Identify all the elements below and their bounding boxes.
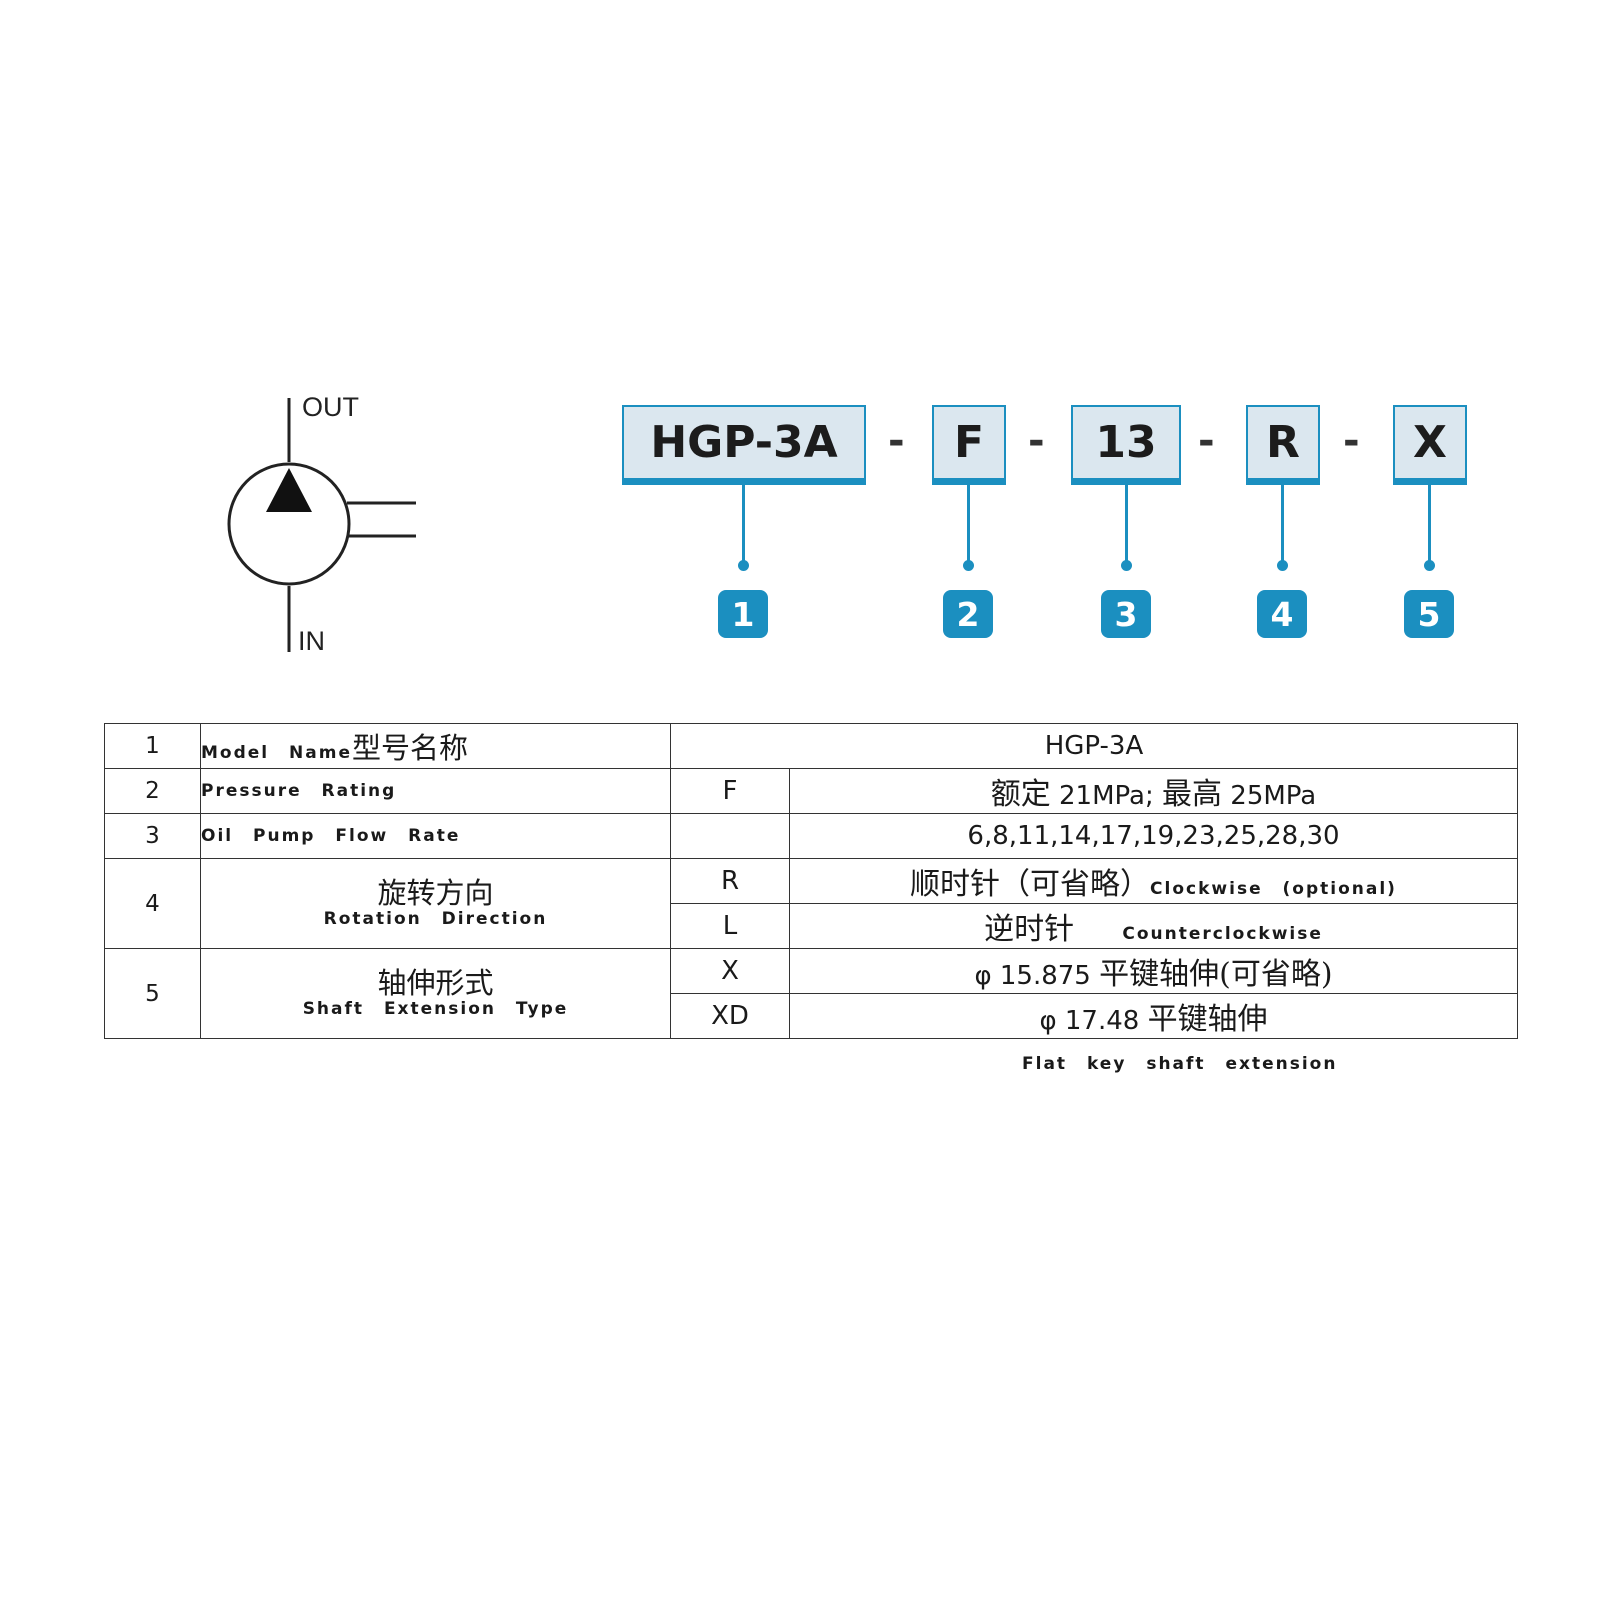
code-box-pressure: F (932, 405, 1006, 485)
shaft-type-en-note: Flat key shaft extension (1022, 1054, 1338, 1074)
code-box-flow: 13 (1071, 405, 1181, 485)
table-row: XD φ 17.48 平键轴伸 (105, 993, 1518, 1039)
leader-dot-1 (738, 560, 749, 571)
table-row: 2 Pressure Rating F 额定 21MPa; 最高 25MPa (104, 768, 1518, 814)
leader-line-2 (967, 485, 970, 565)
code-cell: R (670, 858, 790, 904)
code-cell: XD (670, 993, 790, 1039)
rated-label: 额定 (990, 777, 1051, 812)
table-row: 1 Model Name型号名称 HGP-3A (104, 723, 1518, 769)
code-separator: - (1028, 418, 1045, 464)
value-cell: HGP-3A (670, 723, 1518, 769)
code-separator: - (888, 418, 905, 464)
shaft-diameter: φ 15.875 (974, 961, 1091, 991)
item-cell: Model Name型号名称 (200, 723, 671, 769)
spec-table: 1 Model Name型号名称 HGP-3A 2 Pressure Ratin… (104, 723, 1518, 1039)
flow-values: 6,8,11,14,17,19,23,25,28,30 (967, 821, 1340, 851)
option-label-cn: 顺时针（可省略） (910, 867, 1151, 902)
row-index: 5 (104, 948, 201, 1039)
code-cell: L (670, 903, 790, 949)
out-port-label: OUT (302, 392, 359, 422)
option-label-en: Clockwise (optional) (1150, 879, 1397, 899)
row-index: 3 (104, 813, 201, 859)
item-label-cn: 轴伸形式 (377, 966, 494, 1001)
item-cell: Oil Pump Flow Rate (200, 813, 671, 859)
leader-dot-4 (1277, 560, 1288, 571)
pump-circle (227, 462, 351, 586)
badge-1: 1 (718, 590, 768, 638)
leader-dot-5 (1424, 560, 1435, 571)
item-cell: Pressure Rating (200, 768, 671, 814)
value-cell: φ 15.875 平键轴伸(可省略) (789, 948, 1518, 994)
shaft-diameter: φ 17.48 (1039, 1006, 1140, 1036)
leader-line-3 (1125, 485, 1128, 565)
table-row: L 逆时针 Counterclockwise (105, 903, 1518, 949)
row-index: 2 (104, 768, 201, 814)
in-port-label: IN (298, 626, 325, 656)
item-label-en: Oil Pump Flow Rate (201, 826, 461, 846)
rated-pressure: 21MPa; (1059, 781, 1154, 811)
leader-line-5 (1428, 485, 1431, 565)
badge-5: 5 (1404, 590, 1454, 638)
code-box-shaft: X (1393, 405, 1467, 485)
badge-3: 3 (1101, 590, 1151, 638)
value-cell: 额定 21MPa; 最高 25MPa (789, 768, 1518, 814)
code-box-model: HGP-3A (622, 405, 866, 485)
code-separator: - (1198, 418, 1215, 464)
code-cell: F (670, 768, 790, 814)
item-cell: 轴伸形式 Shaft Extension Type (200, 948, 671, 1039)
max-pressure: 25MPa (1230, 781, 1317, 811)
row-index: 1 (104, 723, 201, 769)
badge-4: 4 (1257, 590, 1307, 638)
value-cell: 6,8,11,14,17,19,23,25,28,30 (789, 813, 1518, 859)
table-row: 3 Oil Pump Flow Rate 6,8,11,14,17,19,23,… (104, 813, 1518, 859)
option-label-en: Counterclockwise (1122, 924, 1323, 944)
model-value: HGP-3A (1044, 731, 1144, 761)
value-cell: φ 17.48 平键轴伸 (789, 993, 1518, 1039)
item-label-cn: 旋转方向 (377, 876, 494, 911)
shaft-type-cn: 平键轴伸 (1147, 1002, 1268, 1037)
code-box-rotation: R (1246, 405, 1320, 485)
code-cell (670, 813, 790, 859)
value-cell: 顺时针（可省略）Clockwise (optional) (789, 858, 1518, 904)
code-cell: X (670, 948, 790, 994)
leader-dot-3 (1121, 560, 1132, 571)
flow-direction-triangle (266, 468, 312, 512)
item-label-en: Shaft Extension Type (302, 998, 569, 1019)
leader-line-4 (1281, 485, 1284, 565)
item-label-en: Pressure Rating (201, 781, 397, 801)
row-index: 4 (104, 858, 201, 949)
option-label-cn: 逆时针 (984, 912, 1075, 947)
table-row: 4 旋转方向 Rotation Direction R 顺时针（可省略）Cloc… (104, 858, 1518, 949)
max-label: 最高 (1162, 777, 1223, 812)
item-label-cn: 型号名称 (351, 731, 468, 765)
leader-line-1 (742, 485, 745, 565)
item-cell: 旋转方向 Rotation Direction (200, 858, 671, 949)
code-separator: - (1343, 418, 1360, 464)
value-cell: 逆时针 Counterclockwise (789, 903, 1518, 949)
leader-dot-2 (963, 560, 974, 571)
table-row: 5 轴伸形式 Shaft Extension Type X φ 15.875 平… (104, 948, 1518, 1039)
shaft-type-cn: 平键轴伸(可省略) (1099, 957, 1333, 992)
item-label-en: Rotation Direction (323, 908, 548, 929)
badge-2: 2 (943, 590, 993, 638)
item-label-en: Model Name (201, 743, 352, 763)
